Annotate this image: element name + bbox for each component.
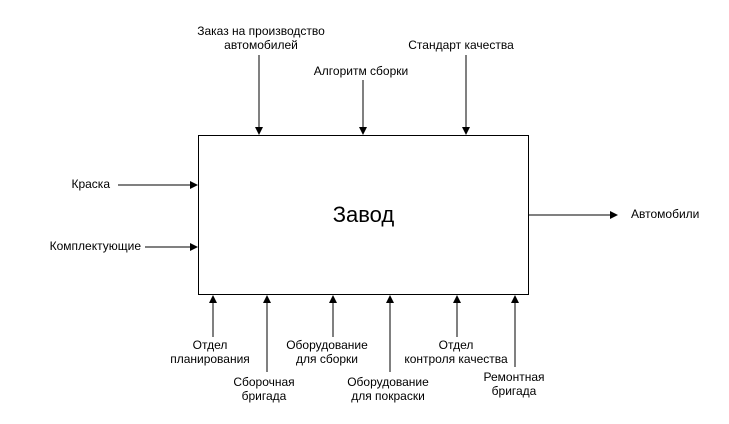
mechanism-label-assembly-equipment: Оборудование для сборки: [286, 338, 368, 366]
control-label-order: Заказ на производство автомобилей: [197, 24, 325, 52]
mechanism-label-assembly-team: Сборочная бригада: [233, 375, 295, 403]
input-label-components: Комплектующие: [49, 239, 141, 253]
output-label-cars: Автомобили: [631, 207, 700, 221]
mechanism-label-planning: Отдел планирования: [170, 338, 250, 366]
mechanism-label-repair-team: Ремонтная бригада: [483, 370, 545, 398]
input-label-paint: Краска: [71, 177, 110, 191]
control-label-quality-standard: Стандарт качества: [408, 38, 514, 52]
control-label-algorithm: Алгоритм сборки: [313, 64, 409, 78]
function-box[interactable]: [198, 135, 529, 295]
function-title: Завод: [332, 202, 395, 227]
mechanism-label-quality-control: Отдел контроля качества: [404, 338, 508, 366]
mechanism-label-painting-equipment: Оборудование для покраски: [347, 375, 429, 403]
